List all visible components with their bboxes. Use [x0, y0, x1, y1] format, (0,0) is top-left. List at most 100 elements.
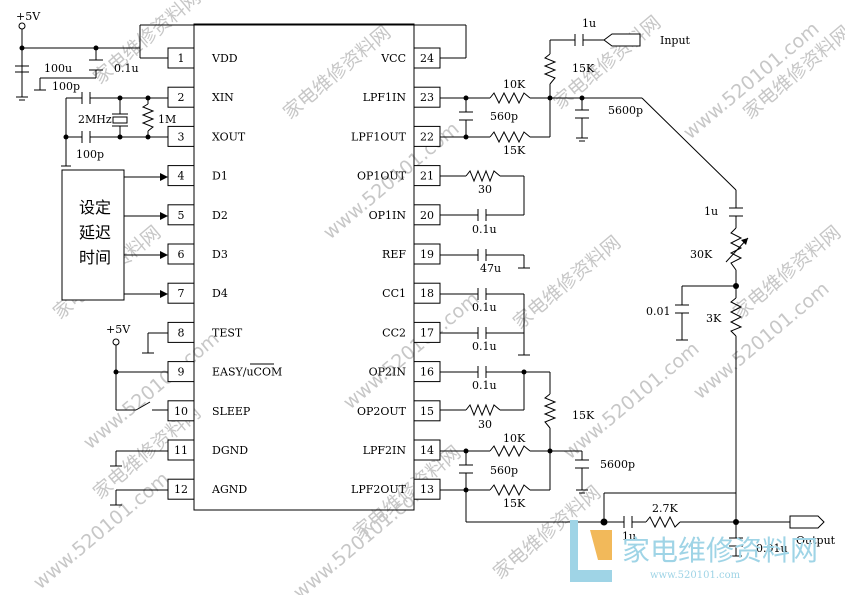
logo-text: 家电维修资料网 — [622, 534, 818, 567]
label-0-1u-vdd: 0.1u — [114, 62, 139, 75]
site-logo: 家电维修资料网 www.520101.com — [570, 520, 818, 582]
label-1u-vol: 1u — [704, 205, 718, 218]
resistor-3k — [729, 297, 743, 337]
capacitor-100p-bot — [81, 131, 91, 143]
ic-pin-name: CC1 — [382, 287, 406, 300]
ic-pin-box — [167, 86, 195, 108]
capacitor-560p-lpf1 — [459, 111, 473, 121]
ic-pin-name: SLEEP — [212, 405, 251, 418]
resistor-10k-lpf1 — [489, 91, 531, 105]
ic-pin-box — [167, 125, 195, 147]
capacitor-100p-top — [81, 92, 91, 104]
input-port — [603, 33, 641, 47]
label-2-7k: 2.7K — [652, 502, 678, 515]
label-100u: 100u — [44, 62, 72, 75]
ic-pin-name: VCC — [380, 52, 406, 65]
ic-pin-number: 24 — [420, 52, 434, 65]
ic-pin-number: 9 — [178, 366, 185, 379]
capacitor-560p-lpf2 — [459, 464, 473, 474]
capacitor-input-1u — [574, 34, 584, 46]
resistor-1m — [141, 103, 155, 132]
label-input: Input — [660, 34, 691, 47]
ic-pin-box — [167, 204, 195, 226]
ground-symbols — [16, 89, 742, 557]
ic-pin-name: OP2OUT — [357, 405, 407, 418]
resistor-30-op1 — [465, 169, 501, 183]
capacitor-5600p-lpf1 — [575, 109, 589, 119]
ic-pin-box — [167, 400, 195, 422]
ic-pin-box — [167, 282, 195, 304]
label-30k: 30K — [690, 248, 713, 261]
ic-pin-box — [413, 282, 441, 304]
resistor-15k-input — [543, 53, 557, 85]
ic-pin-name: D2 — [212, 209, 228, 222]
label-5600p-1: 5600p — [608, 104, 643, 117]
ic-pin-box — [413, 400, 441, 422]
capacitor-100u — [15, 65, 29, 73]
ic-pin-name: OP1IN — [369, 209, 407, 222]
ic-pin-number: 2 — [178, 91, 185, 104]
ic-pin-box — [413, 321, 441, 343]
ic-pin-name: AGND — [211, 483, 247, 496]
label-0-1u-cc1: 0.1u — [472, 301, 497, 314]
capacitor-0-1u-op2 — [477, 366, 487, 378]
label-100p-top: 100p — [52, 80, 80, 93]
ic-pin-box — [413, 125, 441, 147]
ic-pin-number: 20 — [420, 209, 434, 222]
label-0-1u-op1: 0.1u — [472, 223, 497, 236]
ic-pin-name: LPF1IN — [363, 91, 407, 104]
ic-pin-number: 15 — [420, 405, 434, 418]
ic-pin-number: 22 — [420, 130, 434, 143]
vplus-top-label: +5V — [16, 10, 41, 23]
label-15k-1: 15K — [503, 144, 526, 157]
resistor-10k-lpf2 — [489, 444, 531, 458]
label-30-1: 30 — [478, 183, 492, 196]
ic-pin-number: 16 — [420, 366, 434, 379]
capacitor-0-01u-output — [729, 537, 743, 547]
wiring — [21, 24, 790, 556]
watermark-text: 家电维修资料网 — [509, 231, 625, 333]
ic-pin-box — [167, 165, 195, 187]
label-15k-mid: 15K — [572, 409, 595, 422]
ic-pin-name: EASY/uCOM — [212, 366, 282, 379]
resistor-30-op2 — [465, 403, 501, 417]
capacitor-0-01 — [675, 304, 689, 314]
ic-pin-name: OP1OUT — [357, 170, 407, 183]
ic-pin-number: 7 — [178, 287, 185, 300]
capacitor-0-1u-cc2 — [477, 327, 487, 339]
label-0-01u-out: 0.01u — [756, 542, 788, 555]
ic-pin-box — [167, 321, 195, 343]
ic-pin-number: 19 — [420, 248, 434, 261]
label-15k-in: 15K — [572, 62, 595, 75]
delay-arrowheads — [160, 173, 168, 298]
ic-pin-box — [413, 86, 441, 108]
label-15k-2: 15K — [503, 497, 526, 510]
ic-pin-name: OP2IN — [369, 366, 407, 379]
ic-pin-name: VDD — [211, 52, 238, 65]
ic-pin-number: 21 — [420, 170, 434, 183]
label-1u-in: 1u — [582, 17, 596, 30]
label-5600p-2: 5600p — [600, 458, 635, 471]
ic-pin-name: LPF2OUT — [351, 483, 407, 496]
ic-pin-number: 12 — [174, 483, 188, 496]
label-30-2: 30 — [478, 418, 492, 431]
ic-pin-number: 14 — [420, 444, 434, 457]
ic-pin-box — [413, 478, 441, 500]
watermark-text: www.520101.com — [559, 338, 703, 464]
ic-pin-number: 6 — [178, 248, 185, 261]
ic-pin-name: D4 — [212, 287, 228, 300]
resistor-15k-mid — [543, 393, 557, 429]
delay-box-line-2: 延迟 — [79, 223, 111, 242]
label-560p-1: 560p — [490, 110, 518, 123]
label-10k-2: 10K — [503, 432, 526, 445]
ic-pin-number: 3 — [178, 130, 185, 143]
label-3k: 3K — [706, 312, 722, 325]
resistor-15k-lpf1 — [489, 130, 531, 144]
crystal-2mhz — [112, 113, 128, 127]
watermark-text: 家电维修资料网 — [279, 21, 395, 123]
ic-pin-box — [167, 439, 195, 461]
ic-pin-box — [413, 243, 441, 265]
ic-pin-name: XIN — [212, 91, 234, 104]
ic-pin-number: 10 — [174, 405, 188, 418]
